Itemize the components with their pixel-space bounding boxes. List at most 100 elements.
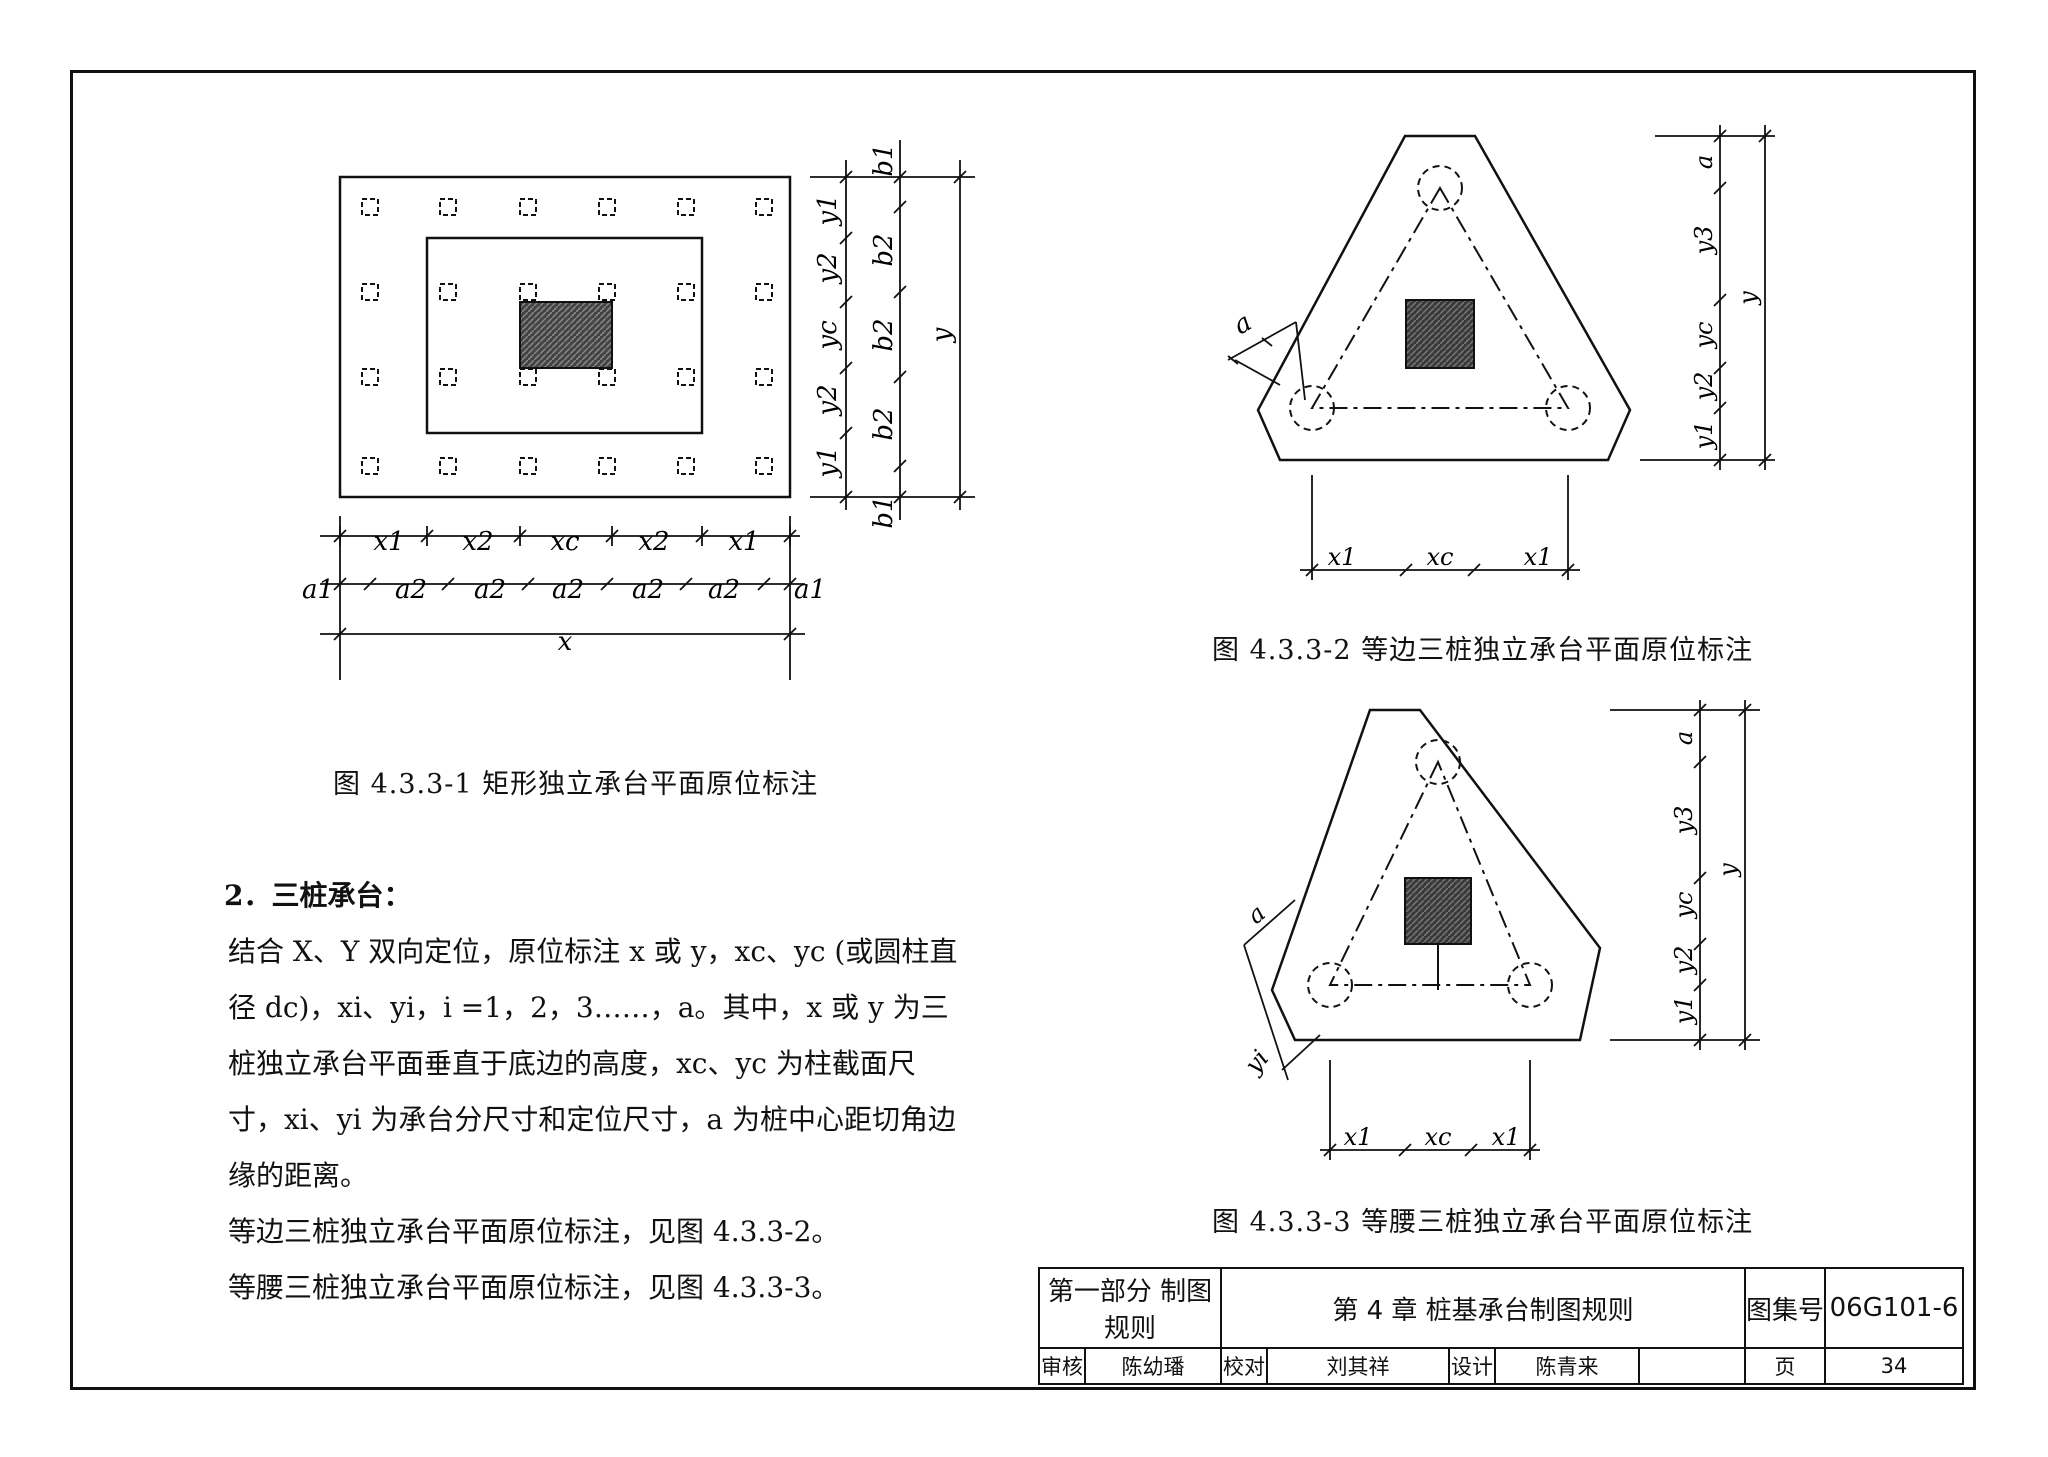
cap-step <box>425 236 704 435</box>
figure-rectangular-pile-cap: x1 x2 xc x2 x1 a1 a2 a2 a2 a2 a2 a1 x y1… <box>302 140 975 680</box>
pile <box>677 368 695 386</box>
reviewer: 陈幼璠 <box>1084 1347 1222 1385</box>
pile <box>677 457 695 475</box>
a-dim-label: a1 <box>302 575 334 605</box>
b-dim-label: b2 <box>869 233 899 266</box>
y-dim-label: yc <box>1690 322 1718 350</box>
pile <box>519 283 537 301</box>
cap-outline <box>1256 134 1632 462</box>
pile <box>439 457 457 475</box>
x-dim-label: xc <box>1427 543 1454 571</box>
y-dim-label: y2 <box>1670 946 1698 976</box>
pile <box>361 368 379 386</box>
section-heading: 2．三桩承台： <box>224 879 412 912</box>
pile-triangle <box>1310 186 1570 409</box>
pile <box>1545 385 1591 431</box>
pile <box>598 283 616 301</box>
part-label: 第一部分 制图规则 <box>1038 1267 1222 1349</box>
x-dim-label: x2 <box>638 527 669 557</box>
y-dim-label: y3 <box>1690 226 1718 256</box>
column <box>1405 299 1475 369</box>
b-dim-label: b2 <box>869 407 899 440</box>
cap-outline <box>338 175 792 499</box>
pile <box>598 198 616 216</box>
figure-3-caption: 图 4.3.3-3 等腰三桩独立承台平面原位标注 <box>1212 1207 1754 1238</box>
a-dim-label: a2 <box>474 575 506 605</box>
pile <box>1307 962 1353 1008</box>
x-dim-label: xc <box>550 527 580 557</box>
signature <box>1638 1347 1746 1385</box>
x-dim-label: x1 <box>1328 543 1357 571</box>
atlas-label: 图集号 <box>1744 1267 1826 1349</box>
b-dim-label: b1 <box>869 495 899 528</box>
pile <box>361 283 379 301</box>
a-dim-label: a2 <box>708 575 740 605</box>
b-dim-label: b1 <box>869 143 899 176</box>
a-dim-label: a <box>1229 307 1257 341</box>
x-dim-label: x1 <box>1524 543 1553 571</box>
x-dim-label: x2 <box>462 527 493 557</box>
page-number: 34 <box>1824 1347 1964 1385</box>
pile <box>361 457 379 475</box>
pile <box>598 457 616 475</box>
yi-dim-label: yi <box>1239 1045 1275 1080</box>
y-dim-label: y2 <box>813 252 843 284</box>
x-dim-label: x1 <box>728 527 759 557</box>
chapter-title: 第 4 章 桩基承台制图规则 <box>1220 1267 1746 1349</box>
atlas-number: 06G101-6 <box>1824 1267 1964 1349</box>
y-dim-label: yc <box>813 320 843 351</box>
design-label: 设计 <box>1448 1347 1496 1385</box>
total-y-label: y <box>1714 863 1742 878</box>
title-block: 第一部分 制图规则 第 4 章 桩基承台制图规则 图集号 06G101-6 审核… <box>1038 1267 1964 1385</box>
pile <box>677 198 695 216</box>
a-dim-label: a2 <box>632 575 664 605</box>
b-dim-label: b2 <box>869 318 899 351</box>
review-label: 审核 <box>1038 1347 1086 1385</box>
y-dim-label: y2 <box>813 384 843 416</box>
x-dim-label: x1 <box>373 527 404 557</box>
pile <box>755 457 773 475</box>
pile <box>677 283 695 301</box>
a-dim-label: a1 <box>794 575 826 605</box>
figure-2-caption: 图 4.3.3-2 等边三桩独立承台平面原位标注 <box>1212 635 1754 666</box>
pile-triangle <box>1328 759 1532 986</box>
pile <box>755 283 773 301</box>
pile <box>1507 962 1553 1008</box>
pile <box>1417 165 1463 211</box>
pile <box>755 198 773 216</box>
pile <box>755 368 773 386</box>
y-dim-label: y1 <box>1690 421 1718 451</box>
checker: 刘其祥 <box>1266 1347 1450 1385</box>
paragraph: 等腰三桩独立承台平面原位标注，见图 4.3.3-3。 <box>228 1271 840 1304</box>
pile <box>439 198 457 216</box>
paragraph: 结合 X、Y 双向定位，原位标注 x 或 y，xc、yc (或圆柱直径 dc)，… <box>228 935 958 1192</box>
pile-grid <box>361 198 773 475</box>
column <box>519 301 613 369</box>
y-dim-label: y1 <box>813 194 843 226</box>
y-dim-label: yc <box>1670 892 1698 920</box>
pile <box>361 198 379 216</box>
pile <box>439 368 457 386</box>
pile <box>439 283 457 301</box>
page-label: 页 <box>1744 1347 1826 1385</box>
column <box>1404 877 1472 945</box>
figure-equilateral-three-pile-cap: a x1 xc x1 a y3 yc y2 y1 y <box>1227 125 1775 580</box>
x-dim-label: x1 <box>1344 1123 1373 1151</box>
check-label: 校对 <box>1220 1347 1268 1385</box>
body-text: 2．三桩承台： 结合 X、Y 双向定位，原位标注 x 或 y，xc、yc (或圆… <box>170 868 970 1316</box>
y-dim-label: a <box>1670 731 1698 745</box>
total-y-label: y <box>1734 291 1762 306</box>
total-y-label: y <box>927 327 957 343</box>
y-dim-label: y1 <box>1670 996 1698 1026</box>
a-dim-label: a2 <box>552 575 584 605</box>
pile <box>519 368 537 386</box>
y-dim-label: y1 <box>813 446 843 478</box>
total-x-label: x <box>558 627 573 657</box>
pile <box>519 198 537 216</box>
pile <box>519 457 537 475</box>
x-dim-label: xc <box>1425 1123 1452 1151</box>
y-dim-label: a <box>1690 155 1718 169</box>
paragraph: 等边三桩独立承台平面原位标注，见图 4.3.3-2。 <box>228 1215 840 1248</box>
y-dim-label: y3 <box>1670 806 1698 836</box>
x-dim-label: x1 <box>1492 1123 1521 1151</box>
